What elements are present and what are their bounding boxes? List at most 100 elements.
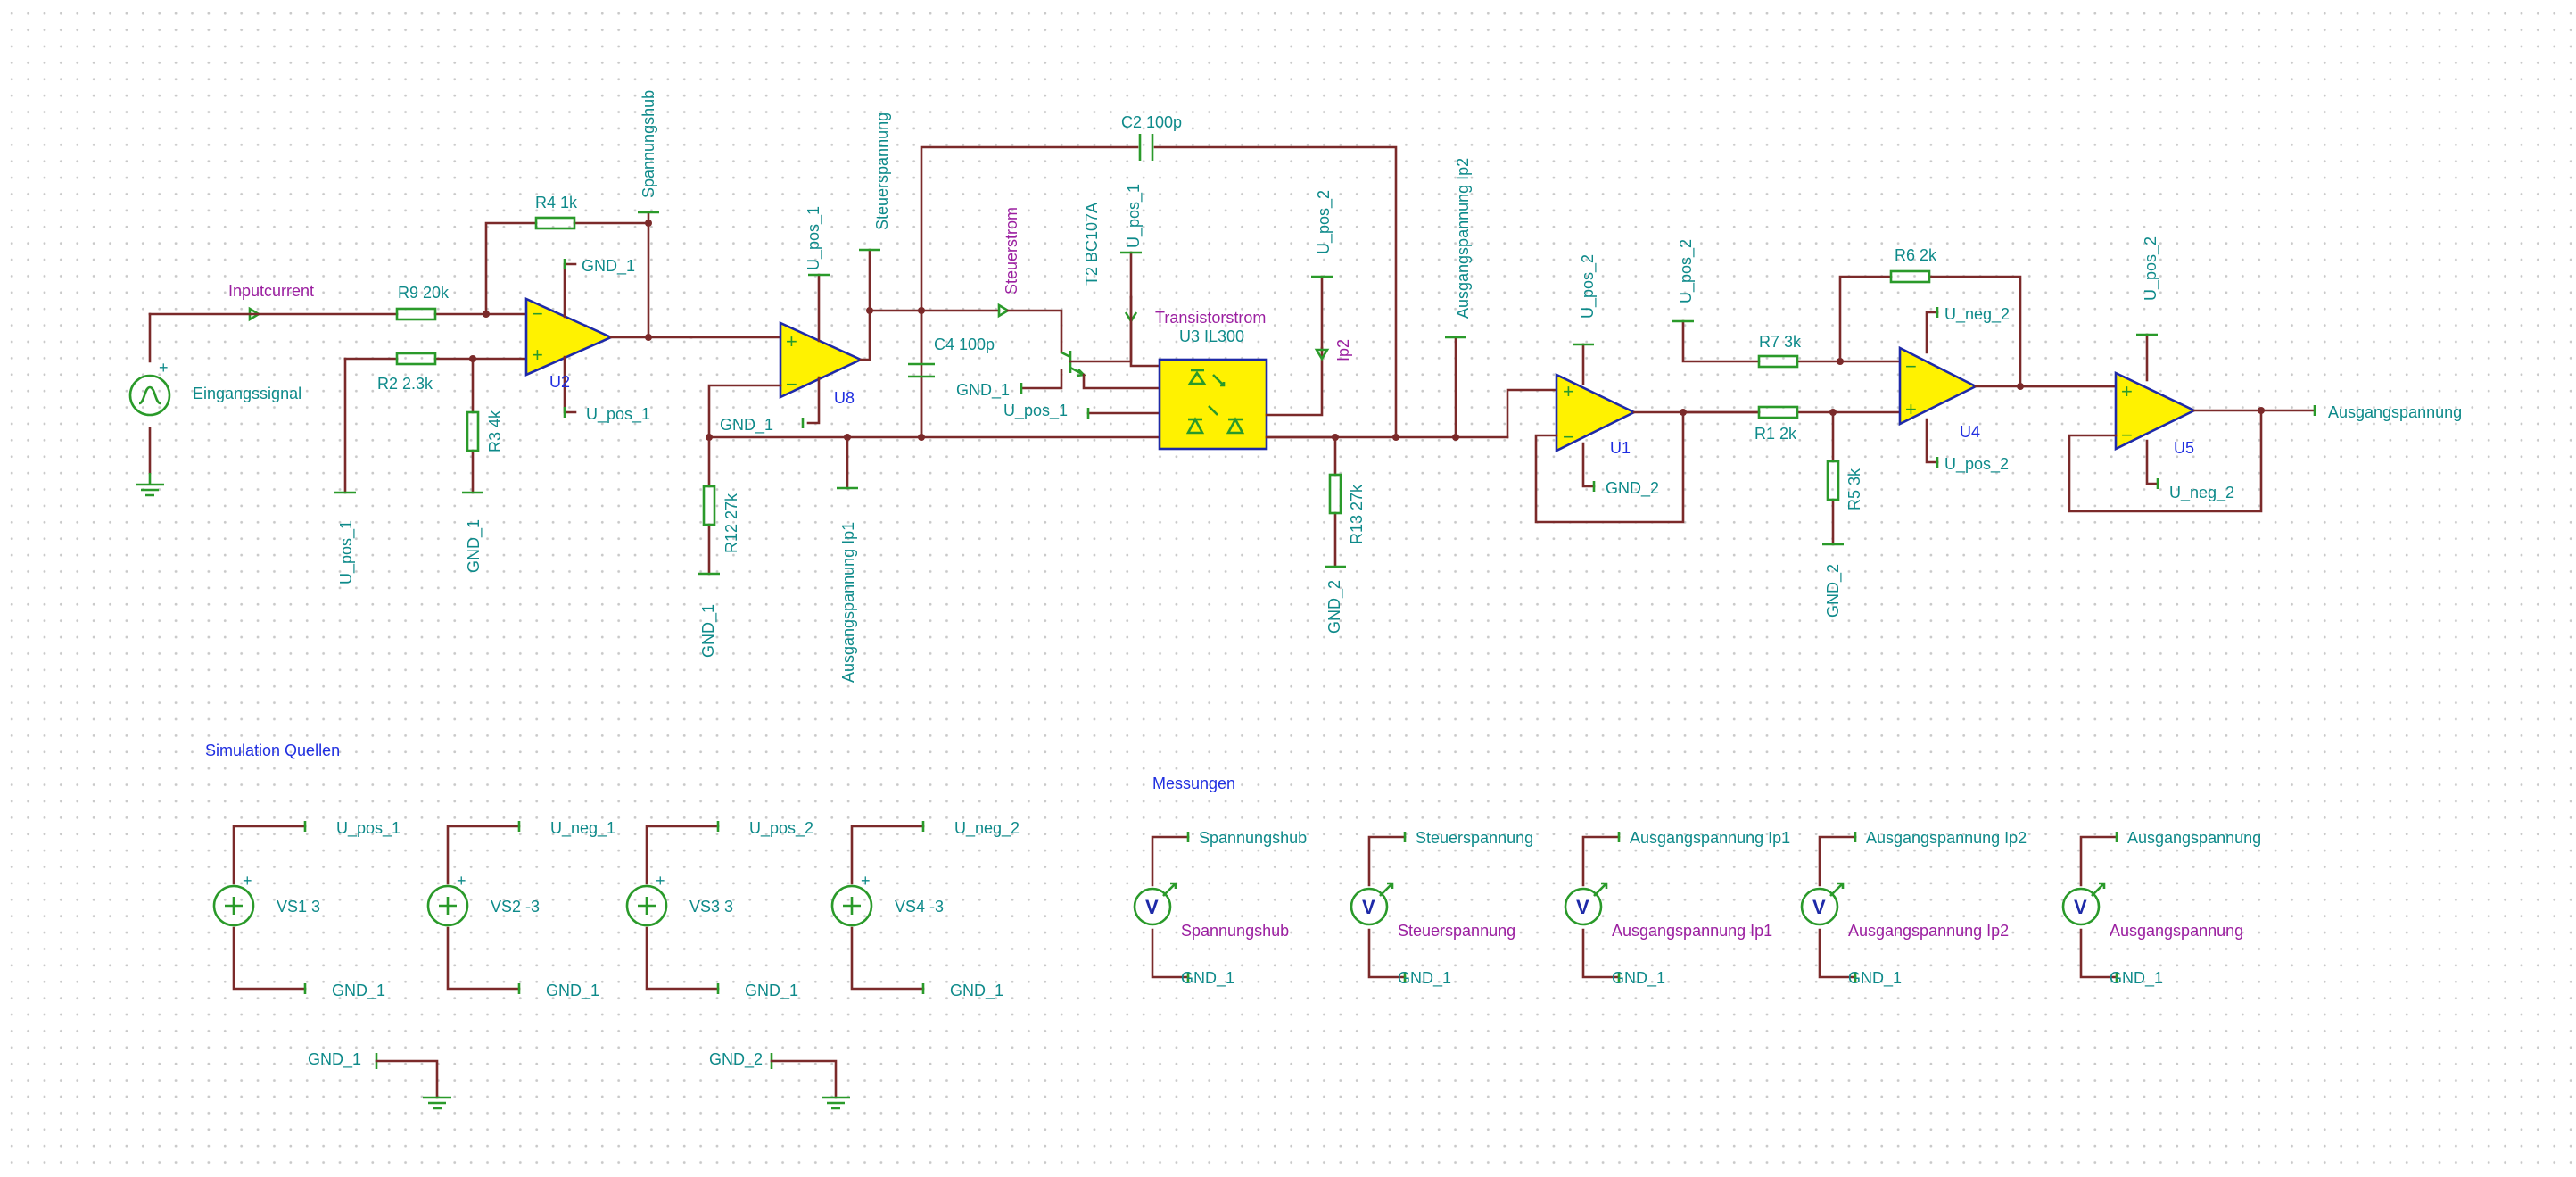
u8-vpos-label: U_pos_1 bbox=[805, 206, 823, 270]
meter-top-label: Ausgangspannung Ip1 bbox=[1630, 829, 1790, 847]
u4-vpos-label: U_pos_2 bbox=[1944, 455, 2009, 474]
r5-label: R5 3k bbox=[1845, 468, 1863, 510]
optocoupler-u3[interactable]: Transistorstrom U3 IL300 bbox=[1155, 309, 1337, 451]
probe-ausgangspannung-ip1[interactable]: Ausgangspannung Ip1 bbox=[837, 435, 858, 683]
svg-text:−: − bbox=[786, 373, 797, 395]
source-name-label: VS3 3 bbox=[689, 898, 733, 916]
svg-text:−: − bbox=[532, 303, 543, 325]
r9-label: R9 20k bbox=[398, 284, 450, 302]
sources-title: Simulation Quellen bbox=[205, 742, 340, 759]
u3-label: U3 IL300 bbox=[1179, 327, 1244, 345]
r13-label: R13 27k bbox=[1348, 484, 1366, 544]
r2-label: R2 2.3k bbox=[377, 375, 433, 393]
c4-label: C4 100p bbox=[934, 336, 995, 353]
svg-text:+: + bbox=[861, 872, 871, 890]
meter-name-label: Ausgangspannung Ip2 bbox=[1848, 922, 2009, 940]
voltmeter-glyph: V bbox=[2074, 896, 2087, 918]
gnd-2-label-r13: GND_2 bbox=[1325, 580, 1344, 634]
u3-vpos2-label: U_pos_2 bbox=[1315, 190, 1333, 254]
inputcurrent-label: Inputcurrent bbox=[228, 282, 314, 300]
u8-gnd-label: GND_1 bbox=[720, 416, 773, 435]
t2-gnd-label: GND_1 bbox=[956, 381, 1010, 400]
u-pos-1-label-left: U_pos_1 bbox=[337, 520, 356, 584]
svg-text:+: + bbox=[1905, 398, 1917, 420]
resistor-r5[interactable]: R5 3k GND_2 bbox=[1822, 410, 1863, 618]
c2-label: C2 100p bbox=[1121, 113, 1182, 131]
resistor-r7[interactable]: R7 3k U_pos_2 bbox=[1672, 239, 1842, 369]
meter-name-label: Ausgangspannung bbox=[2110, 922, 2243, 940]
u1-gnd-label: GND_2 bbox=[1606, 479, 1659, 498]
u5-vneg-label: U_neg_2 bbox=[2169, 484, 2234, 502]
opamp-u4[interactable]: − + U_neg_2 U_pos_2 U4 bbox=[1838, 305, 2116, 474]
source-bottom-label: GND_1 bbox=[332, 982, 385, 1000]
meter-top-label: Ausgangspannung bbox=[2127, 829, 2261, 847]
resistor-r3[interactable]: R3 4k GND_1 bbox=[462, 355, 504, 573]
meter-name-label: Spannungshub bbox=[1181, 922, 1289, 940]
gnd-2-label-r5: GND_2 bbox=[1824, 564, 1843, 618]
gnd-1-label-r3: GND_1 bbox=[465, 519, 483, 573]
u2-vpos-label: U_pos_1 bbox=[586, 405, 650, 424]
gnd-1-label-r12: GND_1 bbox=[699, 604, 718, 658]
svg-text:+: + bbox=[2121, 380, 2133, 402]
resistor-r2[interactable]: R2 2.3k U_pos_1 bbox=[334, 352, 528, 584]
resistor-r4[interactable]: R4 1k Spannungshub bbox=[484, 90, 659, 339]
opamp-u5[interactable]: + − Ausgangspannung U_pos_2 U_neg_2 U5 bbox=[2019, 236, 2462, 513]
u1-label: U1 bbox=[1610, 439, 1631, 457]
r7-vpos-label: U_pos_2 bbox=[1677, 239, 1696, 303]
meter-bottom-label: GND_1 bbox=[1181, 969, 1234, 988]
transistor-t2[interactable]: Steuerstrom T2 BC107A GND_1 bbox=[917, 203, 1161, 400]
ground-ref-gnd-2-label: GND_2 bbox=[709, 1050, 763, 1069]
resistor-r9[interactable]: R9 20k bbox=[248, 284, 488, 321]
svg-text:+: + bbox=[457, 872, 466, 890]
u3-vpos1-label: U_pos_1 bbox=[1125, 184, 1144, 248]
resistor-r12[interactable]: R12 27k GND_1 bbox=[698, 435, 740, 658]
meter-name-label: Ausgangspannung Ip1 bbox=[1612, 922, 1772, 940]
source-top-label: U_pos_1 bbox=[336, 819, 400, 838]
r6-label: R6 2k bbox=[1895, 246, 1937, 264]
meter-bottom-label: GND_1 bbox=[1848, 969, 1902, 988]
source-top-label: U_pos_2 bbox=[749, 819, 813, 838]
r1-label: R1 2k bbox=[1754, 425, 1797, 443]
ausgangsspannung-ip1-net-label: Ausgangspannung Ip1 bbox=[839, 522, 857, 683]
meter-top-label: Spannungshub bbox=[1199, 829, 1307, 847]
opamp-u8[interactable]: + − GND_1 U_pos_1 U8 Steuerspannung bbox=[689, 112, 921, 439]
r3-label: R3 4k bbox=[486, 410, 504, 452]
meters-group: VSpannungshubSpannungshubGND_1VSteuerspa… bbox=[1133, 829, 2261, 988]
resistor-r13[interactable]: R13 27k GND_2 bbox=[1325, 435, 1366, 634]
ip2-label: Ip2 bbox=[1334, 339, 1352, 361]
ausgangsspannung-ip2-net-label: Ausgangspannung Ip2 bbox=[1454, 158, 1472, 319]
ground-ref-gnd-2[interactable]: GND_2 bbox=[709, 1050, 850, 1110]
input-source[interactable]: + Eingangssignal bbox=[128, 312, 301, 497]
svg-text:+: + bbox=[786, 330, 797, 352]
opamp-u1[interactable]: + − U_pos_2 GND_2 U1 bbox=[1506, 254, 1761, 524]
meter-bottom-label: GND_1 bbox=[1398, 969, 1451, 988]
u4-vneg-label: U_neg_2 bbox=[1944, 305, 2010, 324]
r12-label: R12 27k bbox=[722, 493, 740, 553]
probe-ausgangspannung-ip2[interactable]: Ausgangspannung Ip2 bbox=[1445, 158, 1472, 439]
voltmeter-glyph: V bbox=[1145, 896, 1159, 918]
spannungshub-net-label: Spannungshub bbox=[640, 90, 657, 198]
svg-text:−: − bbox=[2121, 424, 2133, 446]
resistor-r6[interactable]: R6 2k bbox=[1838, 246, 2022, 388]
capacitor-c4[interactable]: C4 100p bbox=[908, 309, 995, 439]
u4-label: U4 bbox=[1960, 423, 1980, 441]
u5-vpos-label: U_pos_2 bbox=[2142, 236, 2160, 301]
resistor-r1[interactable]: R1 2k bbox=[1681, 405, 1902, 443]
svg-text:+: + bbox=[1563, 380, 1574, 402]
t2-label: T2 BC107A bbox=[1083, 203, 1101, 286]
ground-ref-gnd-1[interactable]: GND_1 bbox=[308, 1050, 451, 1110]
voltmeter-glyph: V bbox=[1362, 896, 1375, 918]
opamp-u2[interactable]: − + GND_1 U_pos_1 U2 bbox=[484, 257, 693, 424]
meter-bottom-label: GND_1 bbox=[2110, 969, 2163, 988]
